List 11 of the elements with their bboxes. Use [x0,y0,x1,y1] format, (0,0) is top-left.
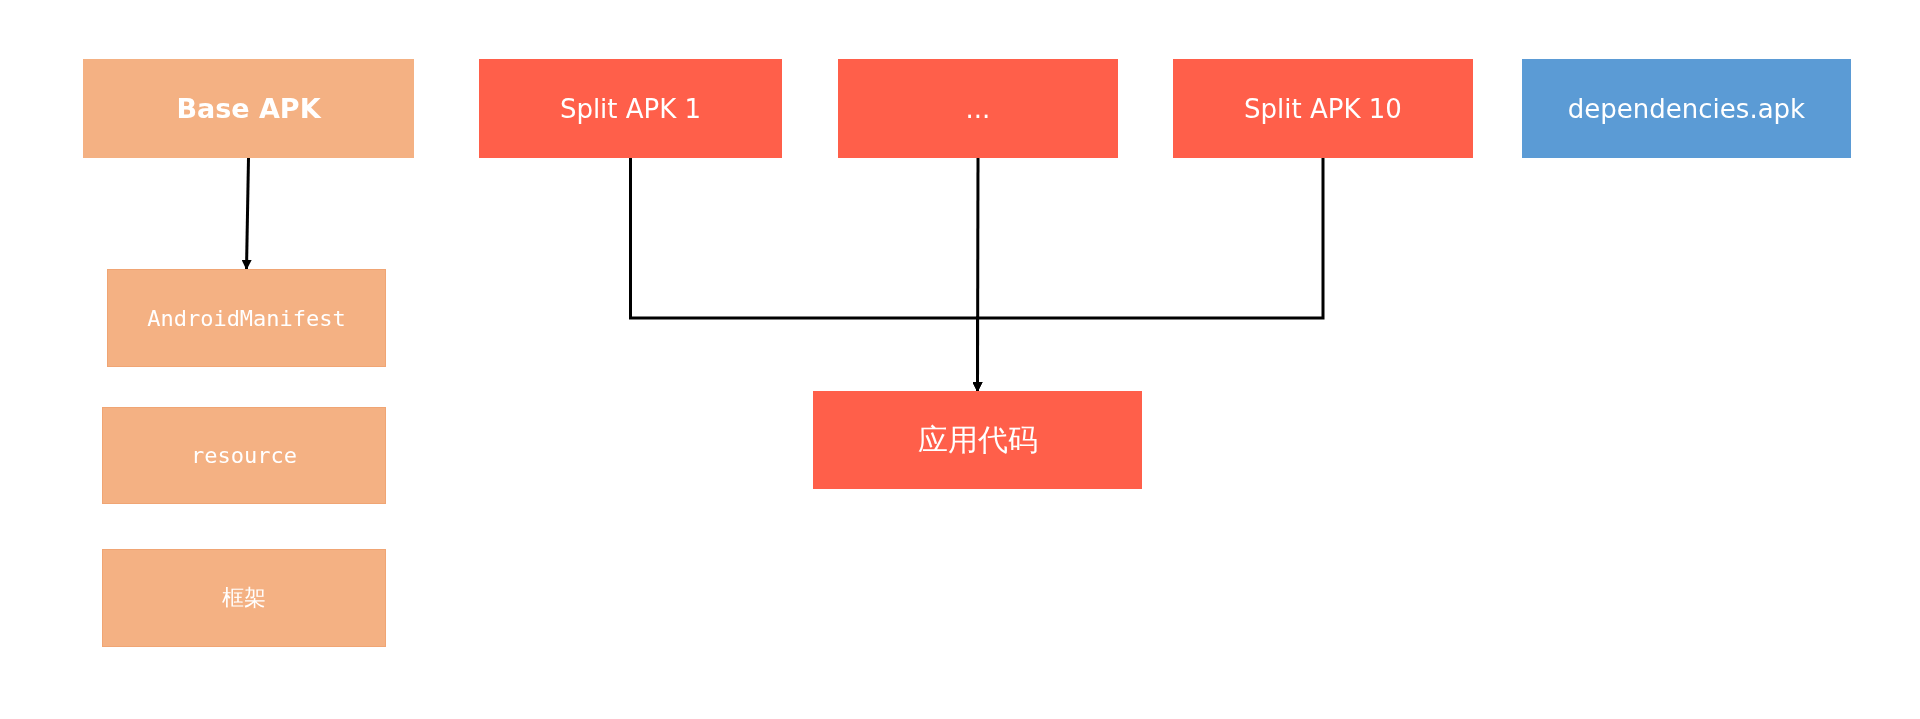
component-box: resource [102,407,386,504]
base-box: Base APK [83,59,414,158]
arrow [972,158,1325,392]
split-box: Split APK 10 [1173,59,1473,158]
split-box: Split APK 1 [479,59,782,158]
apk-box: dependencies.apk [1522,59,1851,158]
code-box: 应用代码 [813,391,1142,489]
arrow [241,157,252,270]
split-box: ... [838,59,1118,158]
component-box: 框架 [102,549,386,647]
component-box: AndroidManifest [107,269,386,367]
